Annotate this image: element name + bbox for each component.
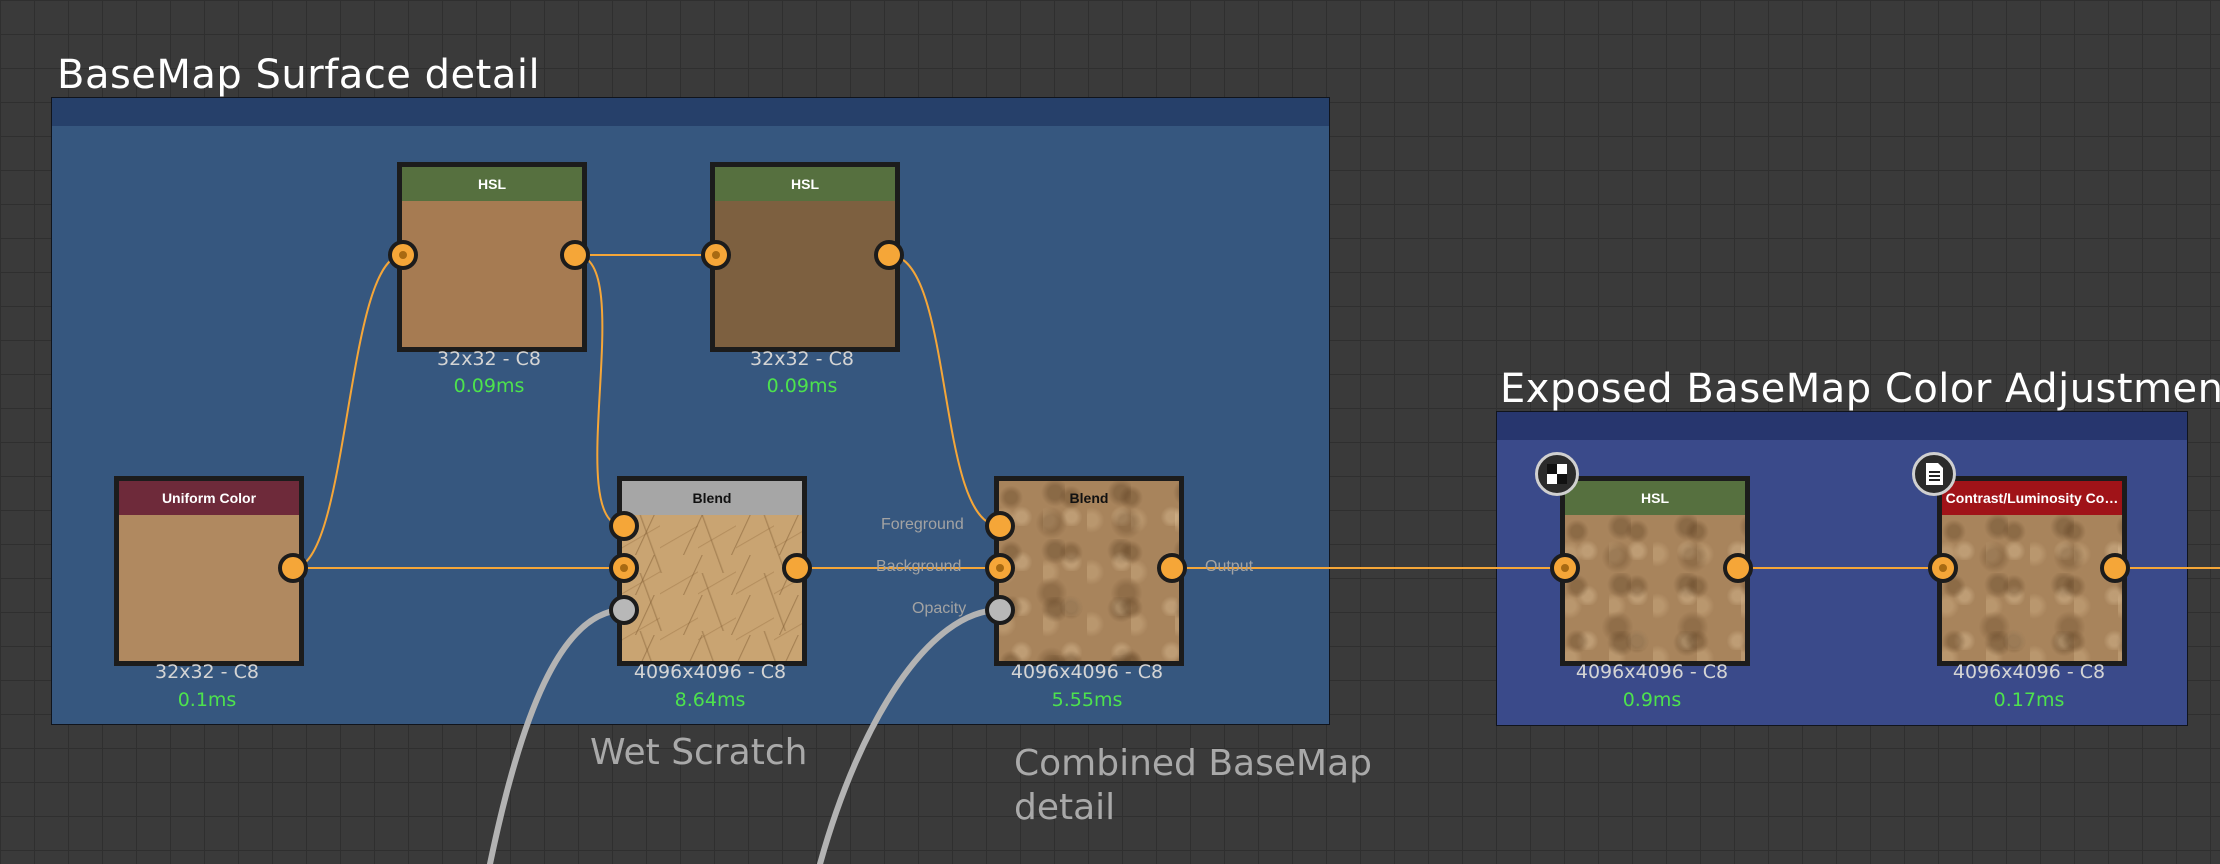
foreground-port[interactable] [985, 511, 1015, 541]
frame-title[interactable]: BaseMap Surface detail [57, 52, 541, 98]
wire-opacity-input-blend2 [817, 607, 1003, 864]
input-port[interactable] [701, 240, 731, 270]
frame-header-bar[interactable] [52, 98, 1329, 126]
hsl-node[interactable]: HSL [1560, 476, 1750, 666]
output-port[interactable] [1157, 553, 1187, 583]
hsl-node[interactable]: HSL [397, 162, 587, 352]
port-dot [996, 564, 1004, 572]
port-dot [1561, 564, 1569, 572]
node-title: HSL [1565, 481, 1745, 515]
frame-header-bar[interactable] [1497, 412, 2187, 440]
node-thumbnail [119, 515, 299, 661]
output-port[interactable] [874, 240, 904, 270]
opacity-port[interactable] [609, 595, 639, 625]
port-dot [620, 564, 628, 572]
node-time: 0.9ms [1622, 689, 1682, 711]
node-resolution: 32x32 - C8 [750, 348, 854, 370]
node-thumbnail [999, 481, 1179, 661]
node-title: Blend [1069, 490, 1109, 506]
node-title: Uniform Color [119, 481, 299, 515]
input-port[interactable] [1928, 553, 1958, 583]
node-thumbnail [402, 201, 582, 347]
node-thumbnail [622, 515, 802, 661]
node-thumbnail [715, 201, 895, 347]
node-title: HSL [402, 167, 582, 201]
checker-icon[interactable] [1535, 452, 1579, 496]
node-resolution: 4096x4096 - C8 [1575, 661, 1729, 683]
uniform-color-node[interactable]: Uniform Color [114, 476, 304, 666]
wire-opacity-input-blend1 [487, 607, 627, 864]
node-title: HSL [715, 167, 895, 201]
comment-line: Combined BaseMap [1014, 743, 1372, 784]
background-port[interactable] [609, 553, 639, 583]
node-time: 0.17ms [1993, 689, 2065, 711]
node-resolution: 4096x4096 - C8 [633, 661, 787, 683]
background-port[interactable] [985, 553, 1015, 583]
port-dot [1939, 564, 1947, 572]
node-time: 5.55ms [1051, 689, 1123, 711]
node-thumbnail [1565, 515, 1745, 661]
frame-title[interactable]: Exposed BaseMap Color Adjustments [1500, 366, 2220, 412]
wire-hsl2-to-blend2-fg [888, 254, 1001, 527]
output-port[interactable] [2100, 553, 2130, 583]
port-label-opacity: Opacity [912, 600, 967, 617]
node-time: 0.09ms [453, 375, 525, 397]
wire-hsl1-to-blend1-fg [574, 254, 625, 527]
comment-wet-scratch[interactable]: Wet Scratch [590, 732, 808, 773]
output-port[interactable] [1723, 553, 1753, 583]
port-dot [712, 251, 720, 259]
document-icon-glyph [1926, 463, 1943, 485]
foreground-port[interactable] [609, 511, 639, 541]
node-resolution: 4096x4096 - C8 [1952, 661, 2106, 683]
node-title: Blend [622, 481, 802, 515]
comment-combined-basemap[interactable]: Combined BaseMap detail [1014, 742, 1372, 830]
hsl-node[interactable]: HSL [710, 162, 900, 352]
port-label-background: Background [876, 558, 962, 575]
blend-node[interactable]: Blend [994, 476, 1184, 666]
contrast-luminosity-node[interactable]: Contrast/Luminosity Co… [1937, 476, 2127, 666]
checker-icon-glyph [1547, 464, 1567, 484]
output-port[interactable] [560, 240, 590, 270]
node-time: 8.64ms [674, 689, 746, 711]
port-label-output: Output [1205, 558, 1254, 575]
node-resolution: 32x32 - C8 [437, 348, 541, 370]
comment-line: detail [1014, 787, 1116, 828]
node-resolution: 32x32 - C8 [155, 661, 259, 683]
node-time: 0.1ms [177, 689, 237, 711]
port-label-foreground: Foreground [881, 516, 964, 533]
wire-uniform-to-hsl1 [292, 254, 404, 569]
document-icon[interactable] [1912, 452, 1956, 496]
opacity-port[interactable] [985, 595, 1015, 625]
input-port[interactable] [388, 240, 418, 270]
output-port[interactable] [782, 553, 812, 583]
port-dot [399, 251, 407, 259]
output-port[interactable] [278, 553, 308, 583]
blend-node[interactable]: Blend [617, 476, 807, 666]
node-thumbnail [1942, 515, 2122, 661]
node-title: Contrast/Luminosity Co… [1942, 481, 2122, 515]
node-time: 0.09ms [766, 375, 838, 397]
node-resolution: 4096x4096 - C8 [1010, 661, 1164, 683]
input-port[interactable] [1550, 553, 1580, 583]
